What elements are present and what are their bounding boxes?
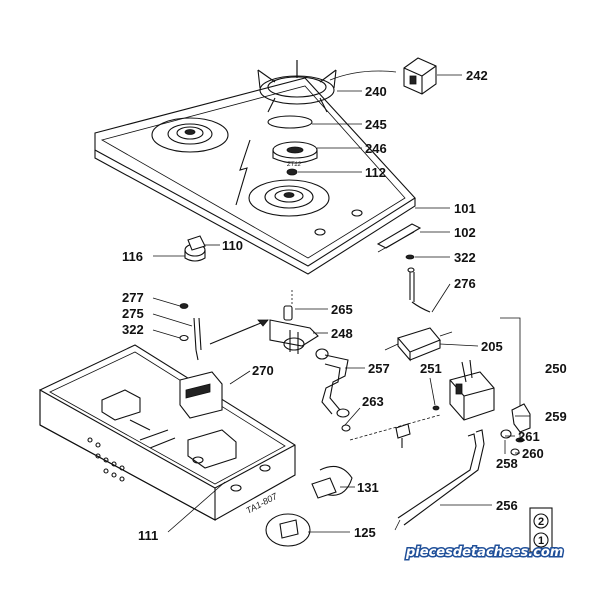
label-240: 240 (365, 84, 387, 99)
label-277: 277 (122, 290, 144, 305)
label-263: 263 (362, 394, 384, 409)
label-111: 111 (138, 528, 158, 543)
label-276: 276 (454, 276, 476, 291)
label-245: 245 (365, 117, 387, 132)
watermark: piecesdetachees.com (404, 544, 565, 562)
dash-line-valve (349, 414, 441, 441)
side-rail (376, 223, 422, 253)
ignition-module (384, 327, 453, 362)
label-257: 257 (368, 361, 390, 376)
label-125: 125 (354, 525, 376, 540)
arrow-line (209, 319, 269, 345)
label-260: 260 (522, 446, 544, 461)
label-270: 270 (252, 363, 274, 378)
label-258: 258 (496, 456, 518, 471)
small-fitting (395, 423, 411, 448)
pan-support (257, 60, 337, 113)
label-102: 102 (454, 225, 476, 240)
label-110: 110 (222, 238, 243, 253)
svg-text:ΣΤ12: ΣΤ12 (286, 162, 302, 168)
burner-head (272, 141, 318, 164)
watermark-text: piecesdetachees.com (405, 545, 563, 560)
leader-250 (500, 317, 521, 440)
flex-hose (394, 429, 485, 531)
control-knob (184, 235, 206, 262)
label-242: 242 (466, 68, 488, 83)
tray-holes (87, 437, 125, 482)
arrow-head (257, 319, 269, 327)
label-248: 248 (331, 326, 353, 341)
leader-lines (152, 74, 530, 533)
label-246: 246 (365, 141, 387, 156)
gas-pipe (321, 354, 351, 432)
spark-plug-left (179, 303, 202, 361)
label-265: 265 (331, 302, 353, 317)
leader-240-242 (329, 70, 397, 81)
label-131: 131 (357, 480, 379, 495)
label-259: 259 (545, 409, 567, 424)
label-116: 116 (122, 249, 143, 264)
label-275: 275 (122, 306, 144, 321)
label-322-right: 322 (454, 250, 476, 265)
label-256: 256 (496, 498, 518, 513)
label-101: 101 (454, 201, 476, 216)
label-251: 251 (420, 361, 442, 376)
circled-numbers-box: 2 1 (529, 507, 553, 553)
circled-number-2: 2 (538, 516, 544, 528)
wiring-switch (311, 465, 353, 499)
circular-label (265, 513, 311, 547)
thermocouple-right (405, 254, 431, 313)
label-112: 112 (365, 165, 386, 180)
elbow-fittings (500, 403, 531, 456)
label-205: 205 (481, 339, 503, 354)
valve-bracket (269, 305, 329, 360)
injector: ΣΤ12 (286, 162, 302, 176)
clip-part (403, 57, 437, 95)
part-labels: 242 240 245 246 112 101 102 322 276 116 … (122, 68, 567, 543)
label-261: 261 (518, 429, 540, 444)
gas-valve (432, 359, 495, 421)
circled-number-1: 1 (538, 535, 544, 547)
label-322-left: 322 (122, 322, 144, 337)
burner-cap (267, 115, 313, 129)
base-tray (39, 344, 296, 521)
label-250: 250 (545, 361, 567, 376)
cooktop-plate (94, 77, 416, 275)
